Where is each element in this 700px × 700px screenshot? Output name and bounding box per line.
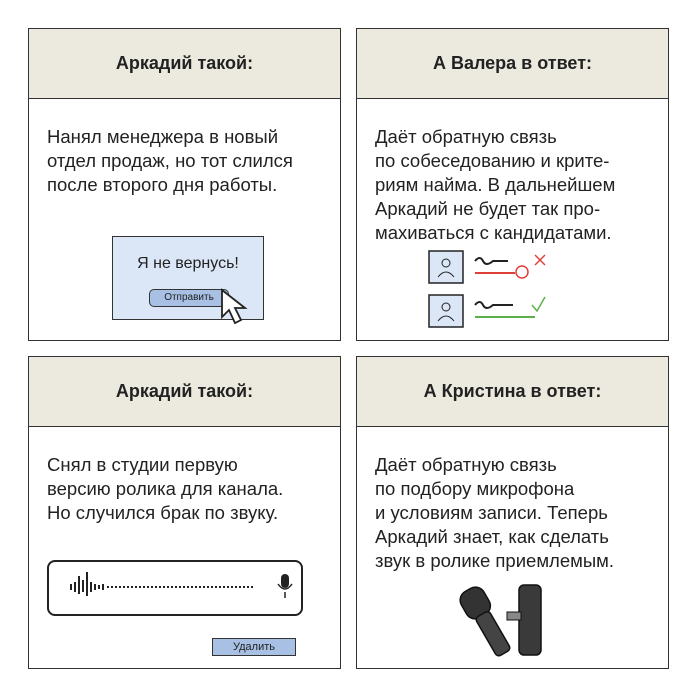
cursor-icon	[221, 288, 248, 325]
microphone-icon[interactable]	[277, 572, 293, 600]
waveform-icon	[70, 572, 254, 596]
panel-header: Аркадий такой:	[29, 29, 340, 99]
panel-header: А Валера в ответ:	[357, 29, 668, 99]
message-window: Я не вернусь! Отправить	[112, 236, 264, 320]
panel-valera-answer: А Валера в ответ: Даёт обратную связь по…	[356, 28, 669, 341]
delete-button[interactable]: Удалить	[212, 638, 296, 656]
panel-text: Даёт обратную связь по подбору микрофона…	[375, 454, 614, 571]
wireless-microphone-icon	[459, 584, 542, 657]
panel-arkady-video: Аркадий такой: Снял в студии первую верс…	[28, 356, 341, 669]
panel-text: Нанял менеджера в новый отдел продаж, но…	[47, 126, 293, 195]
audio-recorder	[47, 560, 303, 616]
panel-text: Снял в студии первую версию ролика для к…	[47, 454, 284, 523]
panel-kristina-answer: А Кристина в ответ: Даёт обратную связь …	[356, 356, 669, 669]
message-text: Я не вернусь!	[137, 255, 239, 272]
panel-header: Аркадий такой:	[29, 357, 340, 427]
panel-header: А Кристина в ответ:	[357, 357, 668, 427]
candidate-cards-illustration	[428, 250, 546, 328]
send-button[interactable]: Отправить	[149, 289, 229, 307]
panel-arkady-hiring: Аркадий такой: Нанял менеджера в новый о…	[28, 28, 341, 341]
panel-text: Даёт обратную связь по собеседованию и к…	[375, 126, 616, 243]
